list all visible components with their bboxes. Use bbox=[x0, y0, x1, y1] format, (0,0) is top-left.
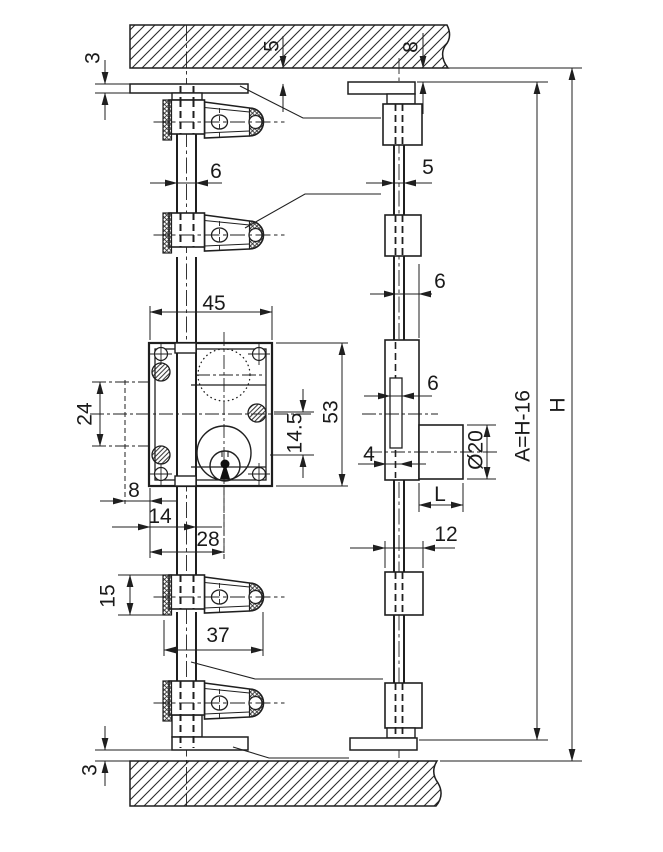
dim-case-height: 53 bbox=[319, 400, 342, 423]
top-strike-plate bbox=[129, 83, 249, 101]
side-guide-block-5 bbox=[349, 682, 423, 751]
top-wall-section bbox=[129, 24, 451, 69]
dim-cylinder-backset: 28 bbox=[196, 528, 219, 551]
dim-edge-offset: 8 bbox=[128, 479, 140, 502]
side-bottom-plate bbox=[349, 737, 418, 751]
dim-side-top-gap: 8 bbox=[399, 41, 422, 53]
dim-front-rod-width: 6 bbox=[210, 160, 222, 183]
bottom-strike-plate bbox=[171, 681, 249, 751]
dim-side-rod-width: 5 bbox=[422, 156, 434, 179]
dim-cylinder-length: L bbox=[434, 483, 446, 506]
dimension-lines bbox=[92, 33, 582, 786]
handle-hub-circle bbox=[197, 348, 251, 402]
side-top-plate bbox=[347, 81, 416, 105]
dim-rod-length-formula: A=H-16 bbox=[511, 390, 534, 462]
dim-side-slot-width: 6 bbox=[427, 372, 439, 395]
fixing-screws bbox=[151, 362, 267, 465]
dim-guide-depth: 37 bbox=[206, 624, 229, 647]
side-guide-block-2 bbox=[384, 214, 422, 257]
dim-guide-height: 15 bbox=[96, 584, 119, 607]
leader-lines bbox=[190, 85, 383, 759]
dim-follower-spacing: 24 bbox=[73, 402, 96, 426]
guide-bracket-4 bbox=[152, 680, 286, 722]
dim-side-pin-width: 4 bbox=[363, 443, 375, 466]
dim-opening-height: H bbox=[546, 397, 569, 412]
bottom-wall-section bbox=[129, 760, 442, 807]
dim-side-guide-width: 12 bbox=[434, 523, 457, 546]
guide-bracket-2 bbox=[152, 212, 286, 254]
side-guide-block-4 bbox=[384, 571, 424, 616]
side-guide-block-1 bbox=[382, 103, 423, 146]
faceplate-tab-top bbox=[174, 342, 197, 354]
front-view bbox=[90, 25, 312, 806]
dim-cylinder-offset: 14.5 bbox=[283, 413, 306, 454]
drive-slot bbox=[389, 377, 403, 449]
dimension-labels: 3 5 8 6 5 45 6 53 14.5 24 6 4 Ø20 L 8 14… bbox=[73, 40, 569, 776]
dim-bottom-plate-gap: 3 bbox=[78, 764, 101, 776]
dim-rod-offset: 14 bbox=[148, 505, 172, 528]
dim-top-plate-gap: 5 bbox=[260, 40, 283, 52]
side-view bbox=[347, 58, 500, 758]
corner-screw-holes bbox=[150, 343, 270, 485]
dim-cylinder-diameter: Ø20 bbox=[464, 430, 487, 470]
lock-case bbox=[90, 332, 312, 560]
dim-case-width: 45 bbox=[202, 292, 225, 315]
guide-bracket-1 bbox=[152, 99, 286, 141]
lock-cylinder bbox=[196, 425, 252, 482]
dim-side-rod-upper: 6 bbox=[434, 270, 446, 293]
dim-top-plate-thickness: 3 bbox=[81, 52, 104, 64]
faceplate-tab-bottom bbox=[174, 475, 197, 487]
guide-bracket-3 bbox=[152, 574, 286, 616]
